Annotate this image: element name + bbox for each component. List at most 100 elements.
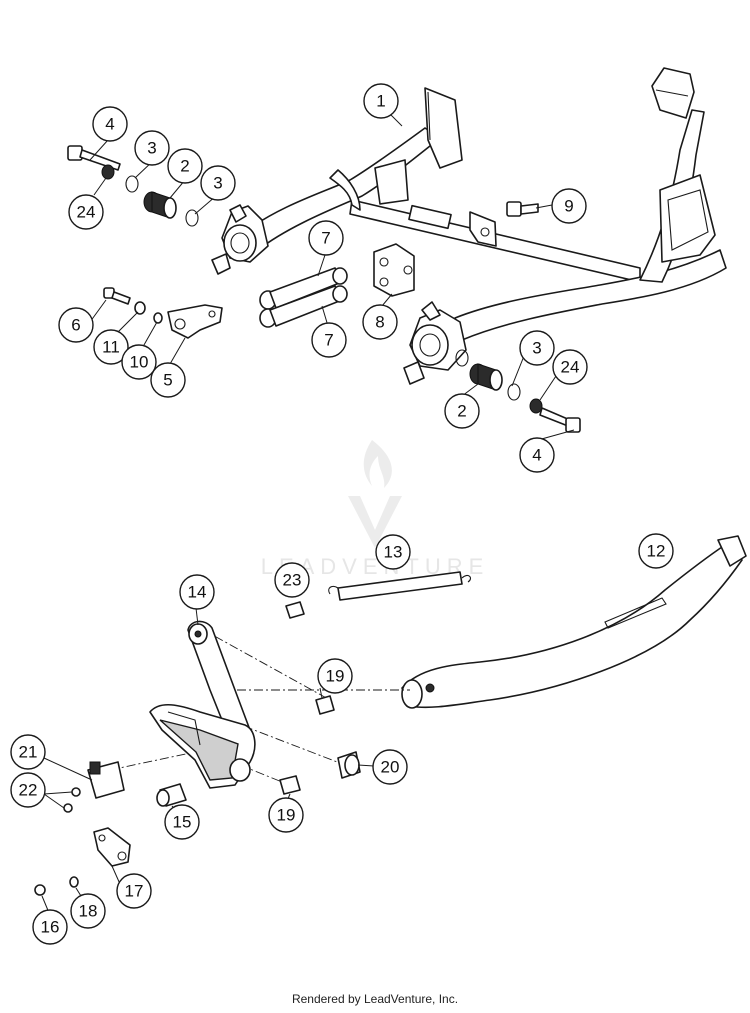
callout-7-top: 7 bbox=[308, 220, 344, 256]
svg-text:13: 13 bbox=[384, 543, 403, 562]
bolt-4-bottom bbox=[539, 407, 581, 433]
svg-text:4: 4 bbox=[532, 446, 541, 465]
callout-19-top: 19 bbox=[317, 658, 353, 694]
callout-22: 22 bbox=[10, 772, 46, 808]
svg-text:3: 3 bbox=[532, 339, 541, 358]
callout-24-top: 24 bbox=[68, 194, 104, 230]
assembly-line-5 bbox=[109, 744, 229, 771]
callout-1: 1 bbox=[363, 83, 399, 119]
callout-5: 5 bbox=[150, 362, 186, 398]
callout-16: 16 bbox=[32, 909, 68, 945]
svg-text:17: 17 bbox=[125, 882, 144, 901]
svg-text:8: 8 bbox=[375, 313, 384, 332]
svg-text:24: 24 bbox=[77, 203, 96, 222]
svg-text:12: 12 bbox=[647, 542, 666, 561]
svg-text:7: 7 bbox=[321, 229, 330, 248]
svg-text:4: 4 bbox=[105, 115, 114, 134]
ring-3-top-left bbox=[125, 175, 139, 193]
center-stand-frame bbox=[211, 67, 727, 385]
bolt-19-top bbox=[315, 695, 335, 715]
bolt-20 bbox=[337, 751, 361, 779]
callout-4-bottom: 4 bbox=[519, 437, 555, 473]
callout-9: 9 bbox=[551, 188, 587, 224]
screw-22-a bbox=[71, 787, 81, 797]
nut-16 bbox=[34, 884, 46, 896]
svg-text:24: 24 bbox=[561, 358, 580, 377]
svg-text:9: 9 bbox=[564, 197, 573, 216]
plug-23 bbox=[285, 601, 305, 619]
svg-text:2: 2 bbox=[180, 157, 189, 176]
svg-text:22: 22 bbox=[19, 781, 38, 800]
spacer-10 bbox=[153, 312, 163, 324]
footer-credit: Rendered by LeadVenture, Inc. bbox=[291, 992, 459, 1006]
washer-24-bottom bbox=[529, 398, 543, 414]
bolt-19-bottom bbox=[279, 775, 301, 795]
svg-text:3: 3 bbox=[213, 174, 222, 193]
svg-text:6: 6 bbox=[71, 316, 80, 335]
svg-text:19: 19 bbox=[326, 667, 345, 686]
callout-18: 18 bbox=[70, 893, 106, 929]
washer-11 bbox=[134, 301, 146, 315]
callout-3-top-left: 3 bbox=[134, 130, 170, 166]
callout-4-top: 4 bbox=[92, 106, 128, 142]
callout-15: 15 bbox=[164, 804, 200, 840]
switch-21 bbox=[87, 761, 125, 799]
svg-text:7: 7 bbox=[324, 331, 333, 350]
callout-23: 23 bbox=[274, 562, 310, 598]
svg-text:16: 16 bbox=[41, 918, 60, 937]
svg-text:19: 19 bbox=[277, 806, 296, 825]
plate-17 bbox=[93, 827, 131, 867]
callout-3-top-right: 3 bbox=[200, 165, 236, 201]
bushing-2-top bbox=[143, 191, 177, 219]
callout-17: 17 bbox=[116, 873, 152, 909]
svg-text:3: 3 bbox=[147, 139, 156, 158]
top-hardware bbox=[67, 145, 581, 433]
svg-text:21: 21 bbox=[19, 743, 38, 762]
bracket-14 bbox=[187, 620, 251, 746]
svg-text:10: 10 bbox=[130, 353, 149, 372]
bolt-6 bbox=[103, 287, 131, 305]
callout-11: 11 bbox=[93, 329, 129, 365]
callout-8: 8 bbox=[362, 304, 398, 340]
ring-3-bottom-left bbox=[455, 349, 469, 367]
callout-7-bottom: 7 bbox=[311, 322, 347, 358]
callout-13: 13 bbox=[375, 534, 411, 570]
v-logo-icon bbox=[348, 496, 402, 548]
svg-text:1: 1 bbox=[376, 92, 385, 111]
callout-14: 14 bbox=[179, 574, 215, 610]
flame-logo-icon bbox=[363, 440, 392, 488]
washer-18 bbox=[69, 876, 79, 888]
callout-6: 6 bbox=[58, 307, 94, 343]
svg-text:14: 14 bbox=[188, 583, 207, 602]
svg-text:18: 18 bbox=[79, 902, 98, 921]
screw-22-b bbox=[63, 803, 73, 813]
callout-19-bottom: 19 bbox=[268, 797, 304, 833]
callout-10: 10 bbox=[121, 344, 157, 380]
ring-3-bottom-right bbox=[507, 383, 521, 401]
springs-7 bbox=[259, 267, 348, 328]
callout-21: 21 bbox=[10, 734, 46, 770]
callout-2-bottom: 2 bbox=[444, 393, 480, 429]
svg-text:23: 23 bbox=[283, 571, 302, 590]
callout-20: 20 bbox=[372, 749, 408, 785]
svg-text:2: 2 bbox=[457, 402, 466, 421]
svg-text:20: 20 bbox=[381, 758, 400, 777]
callout-24-bottom: 24 bbox=[552, 349, 588, 385]
callout-2-top: 2 bbox=[167, 148, 203, 184]
callouts: 1 2 3 3 4 24 9 7 7 8 6 1 bbox=[10, 83, 674, 945]
callout-3-bottom: 3 bbox=[519, 330, 555, 366]
bushing-15 bbox=[156, 783, 187, 807]
assembly-line-1 bbox=[199, 627, 331, 701]
side-stand-bracket bbox=[149, 704, 256, 789]
svg-text:5: 5 bbox=[163, 371, 172, 390]
callout-12: 12 bbox=[638, 533, 674, 569]
bracket-5 bbox=[167, 304, 223, 339]
bracket-8 bbox=[373, 243, 415, 297]
side-stand-assembly bbox=[34, 535, 747, 896]
washer-24-top bbox=[101, 164, 115, 180]
ring-3-top-right bbox=[185, 209, 199, 227]
svg-text:15: 15 bbox=[173, 813, 192, 832]
svg-text:11: 11 bbox=[102, 338, 120, 357]
spring-13 bbox=[328, 571, 471, 601]
